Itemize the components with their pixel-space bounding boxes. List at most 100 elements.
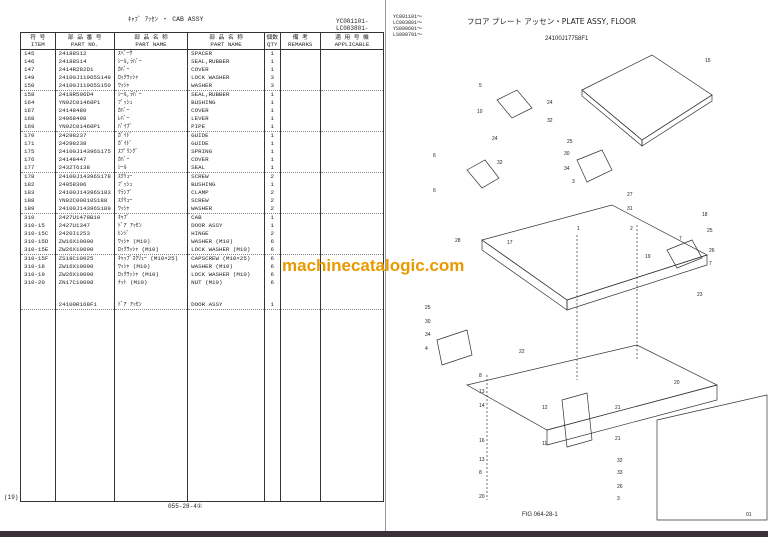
callout-number: 32 — [617, 458, 623, 464]
table-cell: SEAL — [187, 164, 265, 173]
table-cell: 24058306 — [54, 181, 115, 189]
callout-number: 32 — [547, 118, 553, 124]
table-cell — [279, 263, 321, 271]
table-cell: LOCK WASHER (M10) — [187, 271, 265, 279]
table-cell: 2420I1253 — [54, 230, 115, 238]
table-cell: 2418R506D4 — [54, 90, 115, 99]
callout-number: 34 — [564, 166, 570, 172]
table-cell: 3 — [264, 74, 281, 82]
table-cell: 176 — [20, 156, 56, 164]
callout-number: 8 — [479, 470, 482, 476]
table-cell: ｷｬﾌﾞ — [113, 213, 189, 222]
table-cell: ZW16X10000 — [54, 263, 115, 271]
mount — [666, 239, 703, 269]
table-cell — [279, 279, 321, 287]
side-cover — [436, 329, 473, 366]
table-cell: CAPSCREW (M10×25) — [187, 254, 265, 263]
table-cell — [279, 49, 321, 58]
table-cell: COVER — [187, 107, 265, 115]
table-cell: 1 — [264, 164, 281, 173]
table-cell — [279, 246, 321, 255]
applicable-code: LC003801～ — [393, 20, 423, 26]
table-cell: 24298238 — [54, 140, 115, 148]
table-cell — [279, 230, 321, 238]
table-cell — [319, 99, 385, 107]
table-cell — [319, 279, 385, 287]
table-cell: 24100J14396S189 — [54, 205, 115, 214]
table-cell: ｽﾍﾟｰｻ — [113, 49, 189, 58]
table-cell — [319, 74, 385, 82]
callout-number: 30 — [564, 151, 570, 157]
callout-number: 25 — [707, 228, 713, 234]
table-cell: 1 — [264, 99, 281, 107]
header-en: REMARKS — [288, 41, 313, 48]
table-cell: 310-15C — [20, 230, 56, 238]
valve-block — [561, 392, 593, 448]
table-cell — [20, 309, 56, 502]
table-cell — [264, 287, 281, 301]
table-cell — [319, 181, 385, 189]
table-cell: 1 — [264, 181, 281, 189]
table-cell — [319, 263, 385, 271]
table-cell: BUSHING — [187, 181, 265, 189]
callout-number: 20 — [674, 380, 680, 386]
callout-number: 26 — [709, 248, 715, 254]
pedal — [496, 89, 533, 119]
table-cell — [319, 107, 385, 115]
table-cell: ｽｸﾘｭｰ — [113, 197, 189, 205]
table-cell: NUT (M10) — [187, 279, 265, 287]
table-cell — [319, 213, 385, 222]
table-cell: 2432T6138 — [54, 164, 115, 173]
callout-number: 34 — [425, 332, 431, 338]
callout-number: 16 — [479, 438, 485, 444]
table-cell: 1 — [264, 213, 281, 222]
table-cell: 310 — [20, 213, 56, 222]
table-cell: 1 — [264, 58, 281, 66]
table-cell — [319, 222, 385, 230]
callout-number: 5 — [479, 83, 482, 89]
table-cell — [279, 181, 321, 189]
table-cell: DOOR ASSY — [187, 301, 265, 310]
table-cell — [279, 271, 321, 279]
table-cell — [279, 254, 321, 263]
table-cell: ZW16X10000 — [54, 238, 115, 246]
table-cell: 1 — [264, 49, 281, 58]
table-cell: ﾜｯｼｬ — [113, 82, 189, 91]
table-cell — [279, 213, 321, 222]
callout-number: 6 — [433, 153, 436, 159]
header-en: QTY — [267, 41, 278, 48]
table-cell: ｸﾗﾝﾌﾟ — [113, 189, 189, 197]
table-cell: 1 — [264, 90, 281, 99]
callout-number: 6 — [433, 188, 436, 194]
table-cell: 1 — [264, 156, 281, 164]
table-cell: YN02C01460P1 — [54, 123, 115, 132]
table-cell: 146 — [20, 58, 56, 66]
pedal — [466, 159, 500, 189]
callout-number: 24 — [547, 100, 553, 106]
table-cell: 145 — [20, 49, 56, 58]
table-cell: 182 — [20, 181, 56, 189]
page-title: ｷｬﾌﾞ ｱｯｾﾝ ・ CAB ASSY — [128, 16, 204, 23]
page-footer: 055-28-4① — [168, 503, 203, 510]
table-cell: 175 — [20, 148, 56, 156]
applicable-code: YC001101～ — [393, 14, 423, 20]
table-cell: 24100J14396S178 — [54, 172, 115, 181]
table-cell: CAB — [187, 213, 265, 222]
table-cell — [319, 156, 385, 164]
table-cell: SEAL,RUBBER — [187, 90, 265, 99]
table-cell: ｽｸﾘｭｰ — [113, 172, 189, 181]
table-cell: 1 — [264, 115, 281, 123]
table-cell — [319, 82, 385, 91]
table-cell: DOOR ASSY — [187, 222, 265, 230]
table-cell: 24148447 — [54, 156, 115, 164]
table-cell — [319, 189, 385, 197]
